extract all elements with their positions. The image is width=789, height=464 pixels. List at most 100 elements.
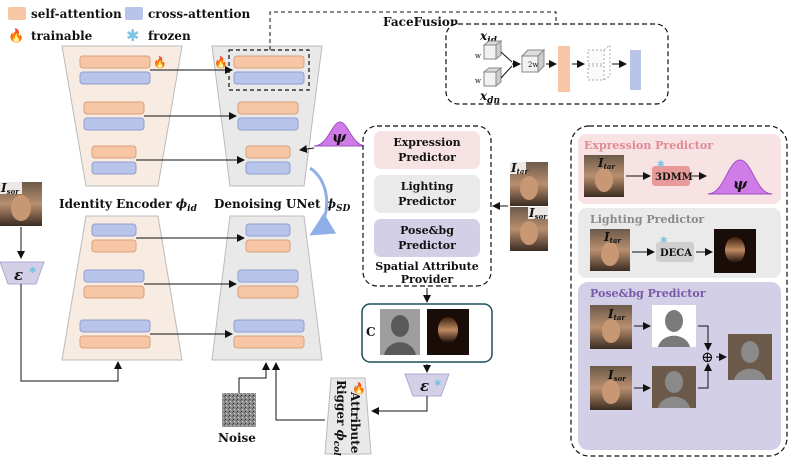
svg-text:Isor: Isor <box>0 181 20 196</box>
x-dn-label: xdn <box>479 89 500 106</box>
legend: self-attention cross-attention 🔥 trainab… <box>8 7 250 45</box>
cross-attention-block <box>237 269 299 283</box>
svg-text:Isor: Isor <box>607 368 627 383</box>
target-face-image: Itar <box>510 161 548 206</box>
threedmm-label: 3DMM <box>655 172 693 183</box>
deca-label: DECA <box>660 248 692 259</box>
noise-image <box>222 393 256 427</box>
legend-self-attention: self-attention <box>31 7 122 21</box>
cross-attention-block <box>237 117 299 131</box>
snowflake-icon: ✱ <box>434 379 442 389</box>
expression-predictor-label-2: Predictor <box>398 151 456 164</box>
provider-title-2: Provider <box>401 273 454 286</box>
self-attention-swatch <box>8 7 26 20</box>
lighting-target-face: Itar <box>590 229 630 271</box>
expression-detail-title: Expression Predictor <box>584 139 713 152</box>
self-attention-bar <box>558 46 570 92</box>
fire-icon: 🔥 <box>352 382 366 395</box>
noise-to-unet-arrow <box>238 362 270 393</box>
posebg-predictor-label: Pose&bg <box>400 224 454 237</box>
cross-attention-block <box>83 117 145 131</box>
legend-cross-attention: cross-attention <box>148 7 250 21</box>
psi-distribution: ψ <box>299 121 367 153</box>
condition-lighting-image <box>427 309 469 355</box>
skip-arrows <box>136 66 245 338</box>
cross-attention-swatch <box>125 7 143 20</box>
expression-psi-distribution: ψ <box>707 159 773 195</box>
snowflake-icon: ✱ <box>660 236 668 246</box>
vae-encoder-c: ε ✱ <box>404 373 450 397</box>
fire-icon: 🔥 <box>153 56 167 69</box>
self-attention-block <box>79 335 151 349</box>
unet-flow-arrow <box>309 166 337 236</box>
background-image <box>652 366 696 408</box>
cross-attention-block <box>245 161 291 175</box>
svg-text:Itar: Itar <box>510 161 529 176</box>
self-attention-block <box>233 55 305 69</box>
rigger-to-unet-arrow <box>272 362 325 421</box>
threedmm-box <box>652 166 690 186</box>
psi-symbol: ψ <box>332 128 347 146</box>
lighting-predictor-box <box>374 175 480 213</box>
posebg-predictor-box <box>374 219 480 257</box>
cross-attention-block <box>233 319 305 333</box>
denoising-unet-label: Denoising UNet ϕSD <box>214 197 351 214</box>
encoder-to-rigger-arrow <box>371 396 428 415</box>
expression-predictor-label: Expression <box>393 136 460 149</box>
pose-silhouette-image <box>652 305 696 347</box>
snowflake-icon: ✱ <box>126 26 139 45</box>
svg-text:ψ: ψ <box>733 175 748 193</box>
source-face-left: Isor <box>0 181 42 226</box>
lighting-predictor-label: Lighting <box>401 180 454 193</box>
expression-target-face: Itar <box>584 155 624 197</box>
identity-encoder-label: Identity Encoder ϕid <box>59 197 198 214</box>
deca-box <box>656 242 694 262</box>
snowflake-icon: ✱ <box>29 266 37 276</box>
self-attention-block <box>91 145 137 159</box>
posebg-predictor-label-2: Predictor <box>398 239 456 252</box>
noise-label: Noise <box>218 431 256 445</box>
denoising-unet-top: 🔥 <box>211 45 323 187</box>
self-attention-block <box>91 239 137 253</box>
condition-label: C <box>366 325 376 339</box>
svg-text:Itar: Itar <box>607 307 626 322</box>
denoising-unet-bottom <box>211 215 323 361</box>
cross-attention-block <box>233 71 305 85</box>
posebg-target-face: Itar <box>590 305 632 349</box>
facefusion-title: FaceFusion <box>383 15 459 29</box>
attribute-rigger: 🔥 Attribute Rigger ϕcol <box>324 377 372 456</box>
identity-encoder-bottom <box>61 215 183 361</box>
posebg-output-image <box>728 334 772 380</box>
cross-attention-block <box>79 71 151 85</box>
concat-arrows <box>500 51 521 79</box>
self-attention-block <box>233 335 305 349</box>
w-label-top: w <box>475 52 481 60</box>
expression-predictor-box <box>374 131 480 169</box>
self-attention-block <box>83 285 145 299</box>
source-to-identity-encoder-arrow <box>20 284 122 382</box>
legend-trainable: trainable <box>31 29 93 43</box>
x-dn-cube <box>482 66 503 88</box>
attribute-rigger-label-2: Rigger ϕcol <box>331 380 348 456</box>
lighting-detail-title: Lighting Predictor <box>590 213 704 226</box>
svg-text:Itar: Itar <box>603 230 622 245</box>
condition-pose-image <box>380 309 420 355</box>
x-id-cube <box>482 39 503 61</box>
encoder-symbol: ε <box>420 377 429 395</box>
cross-attention-block <box>91 223 137 237</box>
self-attention-block <box>237 285 299 299</box>
fire-icon: 🔥 <box>214 56 228 69</box>
attribute-rigger-label: Attribute <box>348 391 362 454</box>
cross-attention-block <box>83 269 145 283</box>
encoder-symbol: ε <box>14 266 23 284</box>
source-face-image: Isor <box>510 206 548 251</box>
svg-text:Itar: Itar <box>597 156 616 171</box>
lighting-output-image <box>714 229 756 273</box>
posebg-detail-title: Pose&bg Predictor <box>590 287 706 300</box>
cross-attention-bar <box>630 50 641 90</box>
w-label-bottom: w <box>475 77 481 85</box>
self-attention-block <box>79 55 151 69</box>
lighting-predictor-label-2: Predictor <box>398 195 456 208</box>
svg-text:Isor: Isor <box>528 206 548 221</box>
